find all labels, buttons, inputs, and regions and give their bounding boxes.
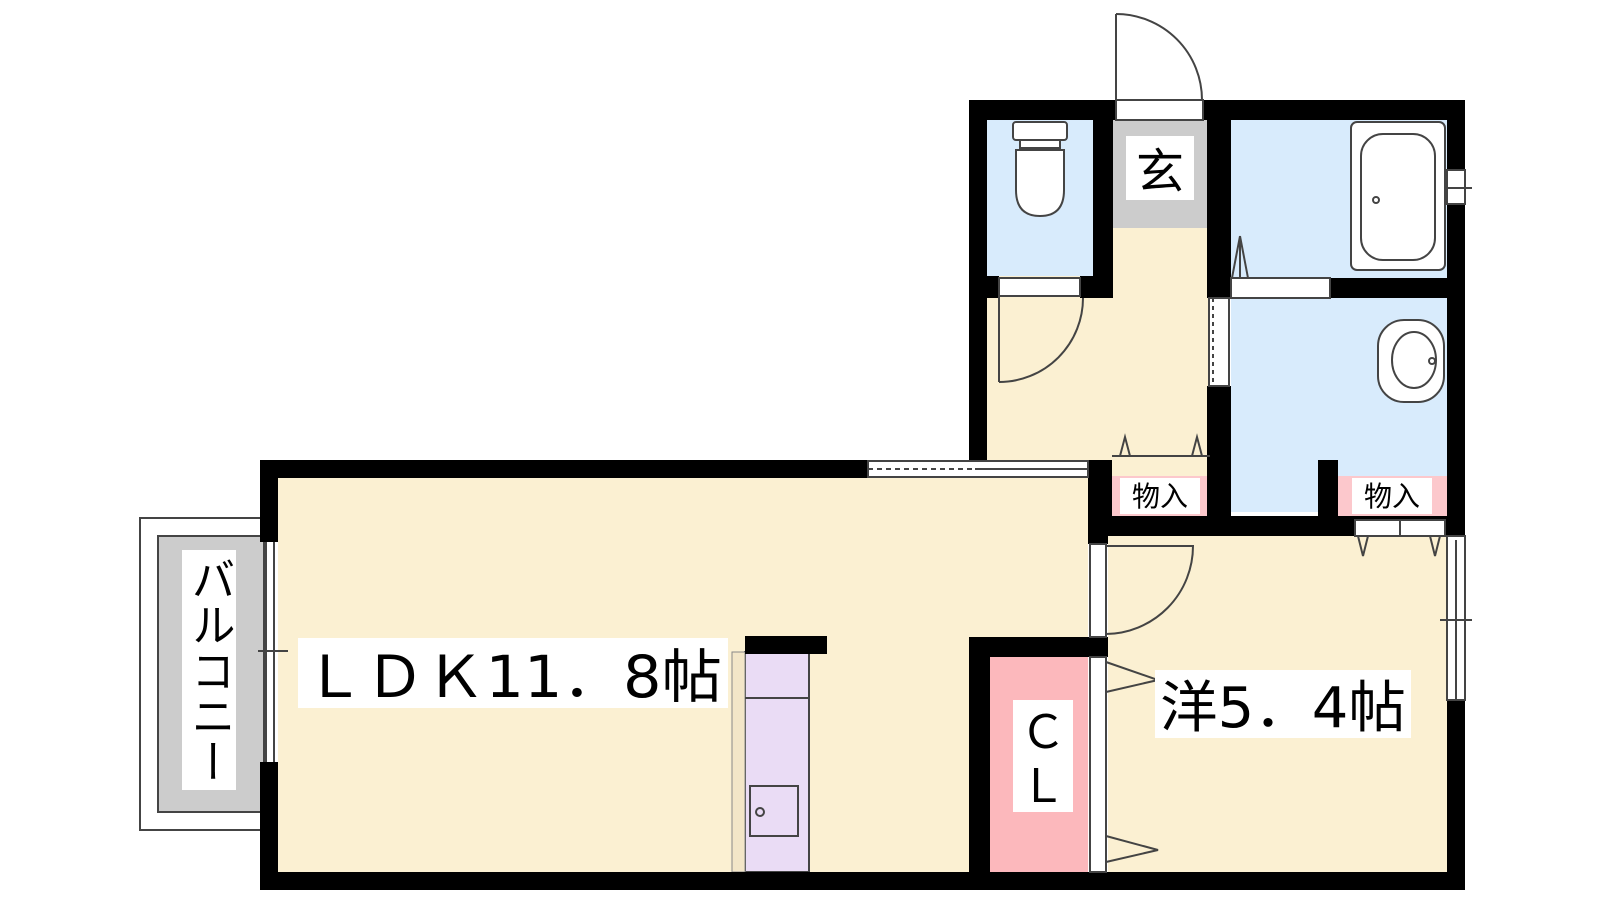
wall-ldk-right-stub [1088,536,1108,544]
front-door-swing [1115,13,1203,101]
bath-door [1230,277,1331,299]
wall-closet-left [969,637,990,890]
balcony [139,517,288,831]
storage-right-label: 物入 [1364,480,1420,513]
kitchen-side [731,651,746,873]
closet-label-c: Ｃ [1020,705,1066,759]
storage-left-door [1119,433,1203,457]
storage-left-label: 物入 [1132,480,1188,513]
balcony-label: バルコニー [184,556,235,784]
wall-upper-top-right [1203,100,1465,120]
wall-ldk-left-upper [260,460,278,542]
western-door-swing [1105,545,1195,635]
wall-closet-right-top [1088,637,1108,655]
western-room-label: 洋5．4帖 [1160,676,1406,741]
closet-label-l: Ｌ [1020,759,1066,813]
entrance-label: 玄 [1136,144,1184,200]
wall-toilet-right [1093,120,1113,298]
wall-closet-top [969,637,1108,657]
wall-toilet-bottom [987,276,999,298]
storage-left-label-bg [1120,478,1200,514]
kitchen-sink-icon [749,785,799,837]
toilet-tank [1012,121,1068,141]
wall-kitchen-stub [745,636,827,654]
entrance-label-bg [1126,136,1194,200]
front-door-frame [1115,99,1204,121]
wall-ldk-top [260,460,868,478]
fixtures [745,121,1446,837]
toilet-door-frame [998,277,1081,297]
floors [278,120,1447,873]
wall-ldk-top-right [1088,460,1110,478]
wall-western-right-lower [1447,700,1465,890]
labels: ＬＤＫ11．8帖 洋5．4帖 玄 バルコニー Ｃ Ｌ 物入 物入 [182,136,1432,813]
wall-upper-top-left [969,100,1116,120]
wall-upper-left [969,100,987,462]
wall-toilet-bottom-r [1080,276,1113,298]
closet-label-bg [1013,700,1073,812]
balcony-label-bg [182,550,236,790]
closet-door [1089,656,1107,873]
ldk-label: ＬＤＫ11．8帖 [304,643,722,711]
storage-right-door [1357,535,1441,557]
wall-upper-right-mid [1447,204,1465,536]
doors [998,13,1446,873]
western-label-bg [1155,670,1411,738]
storage-right-label-bg [1352,478,1432,514]
toilet-door-swing [998,297,1084,383]
wall-storage-divider [1210,460,1230,536]
toilet-bowl-icon [1015,149,1065,218]
wall-hall-right [1207,120,1231,298]
western-door-frame [1089,543,1107,638]
wall-bath-bottom-right [1330,278,1447,298]
ldk-label-bg [298,638,728,708]
wall-upper-right-top [1447,100,1465,170]
kitchen-counter [744,651,810,873]
wall-storage-right-left [1318,460,1338,536]
wall-ldk-left-lower [260,762,278,890]
wall-bottom [260,872,1465,890]
